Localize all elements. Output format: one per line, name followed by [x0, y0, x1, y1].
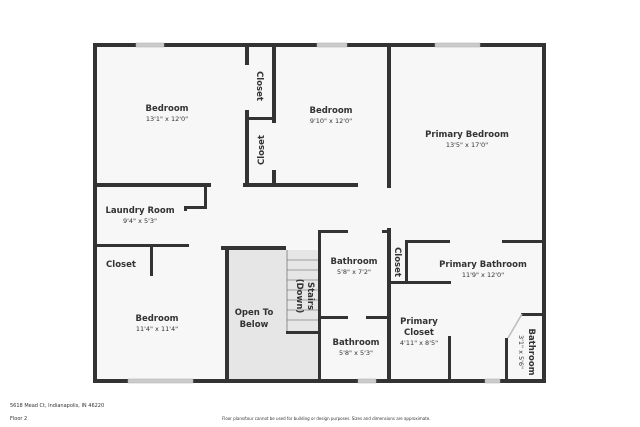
room-name: Bathroom [330, 257, 377, 267]
disclaimer: Floor plans/tour cannot be used for buil… [222, 416, 431, 421]
room-name: Bathroom [526, 328, 536, 375]
room-name: Bedroom [309, 106, 352, 116]
floor-label: Floor 2 [10, 416, 28, 422]
open-to-below-area [229, 250, 318, 380]
windows [127, 42, 501, 384]
room-name: Closet [392, 247, 402, 277]
room-name: Closet [106, 260, 136, 270]
room-dims: 13'1" x 12'0" [146, 115, 188, 123]
room-name: Below [240, 320, 269, 330]
room-name: Closet [404, 328, 434, 338]
room-name: Laundry Room [105, 206, 174, 216]
room-dims: 13'5" x 17'0" [446, 141, 488, 149]
room-name: Closet [257, 135, 267, 165]
walls [93, 43, 546, 383]
room-dims: 11'4" x 11'4" [136, 325, 178, 333]
room-name: Primary Bedroom [425, 130, 509, 140]
room-dims: 5'8" x 5'3" [339, 349, 373, 357]
room-dims: 4'11" x 8'5" [400, 339, 438, 347]
room-dims: 11'9" x 12'0" [462, 271, 504, 279]
room-dims: 3'1" x 5'6" [517, 335, 525, 369]
stairs [286, 250, 318, 333]
room-name: Bedroom [135, 314, 178, 324]
room-dims: 5'8" x 7'2" [337, 268, 371, 276]
room-name: Bedroom [145, 104, 188, 114]
room-dims: 9'10" x 12'0" [310, 117, 352, 125]
room-name: Primary Bathroom [439, 260, 527, 270]
room-name: Bathroom [332, 338, 379, 348]
room-name: Open To [235, 308, 274, 318]
stairs-label: Stairs [305, 282, 315, 310]
room-name: Primary [400, 317, 438, 327]
room-name: Closet [254, 71, 264, 101]
room-dims: 9'4" x 5'3" [123, 217, 157, 225]
stairs-label: (Down) [294, 279, 304, 314]
address: 5618 Mead Ct, Indianapolis, IN 46220 [10, 403, 105, 409]
